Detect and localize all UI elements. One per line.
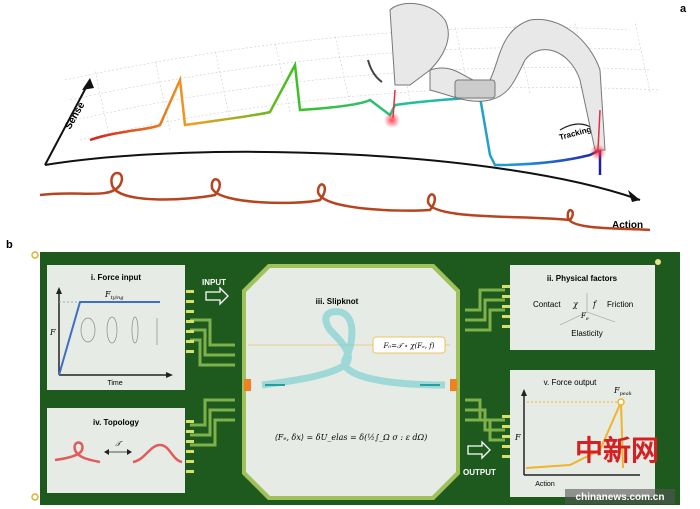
contact-label: Contact (533, 300, 561, 309)
knotted-rope-icon (54, 441, 101, 464)
force-input-panel: i. Force input Ftying F Time (47, 265, 185, 390)
time-axis-label: Time (107, 380, 122, 387)
friction-label: Friction (607, 300, 633, 309)
panel-a-label: a (680, 3, 687, 15)
board-corner-dot (655, 259, 661, 265)
action-axis-label: Action (612, 220, 643, 231)
laser-beam-2 (597, 109, 601, 151)
output-arrow-icon (467, 440, 491, 460)
elasticity-label: Elasticity (571, 329, 603, 338)
contact-glow-1 (384, 112, 400, 128)
input-arrow-icon (205, 286, 229, 306)
fe-symbol: Fe (580, 312, 589, 322)
action-axis-label: Action (535, 481, 555, 488)
contact-glow-2 (590, 144, 606, 160)
force-input-title: i. Force input (91, 273, 142, 282)
watermark-strip (565, 489, 675, 504)
knot-sketches (80, 316, 158, 345)
chi-symbol: χ (572, 300, 579, 309)
watermark-logo: 中新网 (575, 434, 659, 467)
signal-trace (89, 60, 602, 175)
force-input-line (58, 301, 160, 376)
formula-text: F₀=𝒯 ∘ χ(Fₑ, f) (382, 342, 434, 350)
motion-arrow-icon (367, 59, 383, 83)
panel-b-label: b (6, 239, 13, 251)
slipknot-rope (261, 308, 446, 389)
right-gripper (450, 379, 457, 391)
knot-rope (39, 171, 651, 232)
force-output-panel: v. Force output Fpeak F Action (510, 370, 655, 497)
topology-title: iv. Topology (93, 418, 139, 427)
force-output-line (525, 401, 624, 469)
robot-arm-illustration (389, 2, 606, 151)
energy-equation: ⟨Fₑ, δx⟩ = δU_elas = δ(½∫_Ω σ : ε dΩ) (275, 433, 428, 442)
left-gripper (244, 379, 251, 391)
input-label: INPUT (202, 278, 226, 287)
topology-operator: 𝒯 (115, 440, 123, 448)
output-label: OUTPUT (463, 468, 496, 477)
f-symbol: f (592, 300, 598, 309)
board-corner-dot (31, 251, 39, 259)
f-peak-label: Fpeak (613, 386, 632, 397)
board-traces (190, 288, 505, 447)
slipknot-panel: iii. Slipknot F₀=𝒯 ∘ χ(Fₑ, f) ⟨Fₑ, δx⟩ =… (242, 264, 460, 500)
sense-axis-label: Sense (63, 100, 87, 131)
f-axis-label: F (49, 328, 56, 337)
formula-box (372, 336, 446, 354)
physical-factors-panel: ii. Physical factors Contact χ f Frictio… (510, 265, 655, 350)
board-corner-dot (31, 493, 39, 501)
action-axis (44, 150, 641, 201)
physical-factors-title: ii. Physical factors (547, 274, 618, 283)
f-tying-label: Ftying (104, 290, 123, 301)
watermark-site: chinanews.com.cn (576, 492, 665, 503)
connector-pads (186, 285, 510, 473)
topology-panel: iv. Topology 𝒯 (47, 408, 185, 493)
unknotted-rope-icon (132, 443, 183, 464)
peak-marker (617, 398, 625, 406)
tracking-label: Tracking (558, 125, 592, 142)
force-output-title: v. Force output (544, 378, 598, 387)
f-axis-label: F (514, 433, 521, 442)
sense-axis (44, 79, 91, 166)
slipknot-title: iii. Slipknot (316, 297, 359, 306)
